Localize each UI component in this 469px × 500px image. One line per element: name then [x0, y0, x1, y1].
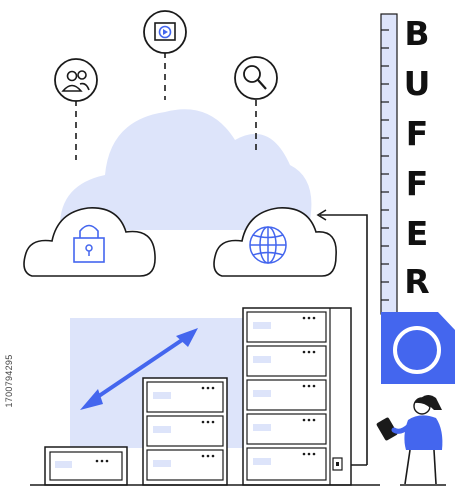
scale-double-arrow: [80, 328, 198, 410]
tape-measure-icon: [380, 13, 455, 384]
globe-cloud: [213, 207, 337, 277]
buffer-letter-e: E: [405, 214, 429, 253]
server-medium: [142, 377, 228, 486]
lock-icon: [73, 224, 105, 263]
users-icon: [54, 58, 98, 102]
tablet-icon: [376, 417, 398, 441]
globe-icon: [249, 226, 287, 264]
buffer-letter-f1: F: [405, 114, 429, 153]
server-small: [44, 446, 128, 486]
dashed-connectors: [75, 52, 257, 160]
lock-cloud: [23, 207, 156, 277]
person-figure: [376, 395, 446, 486]
server-tall: [242, 307, 352, 486]
buffer-letter-u: U: [403, 64, 431, 103]
search-icon: [234, 56, 278, 100]
buffer-letter-f2: F: [405, 164, 429, 203]
stock-id-text: 1700794295: [4, 354, 14, 408]
buffer-letter-b: B: [404, 14, 430, 53]
large-cloud: [59, 109, 312, 230]
buffer-letter-r: R: [404, 262, 430, 301]
play-video-icon: [143, 10, 187, 54]
